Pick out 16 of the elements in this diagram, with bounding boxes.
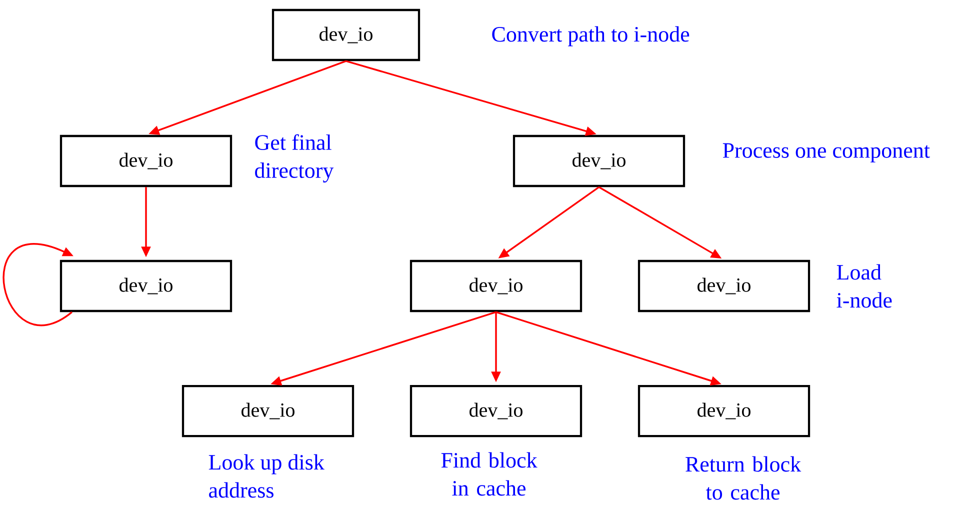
process-box: dev_io [60, 260, 232, 312]
annotation-text: Find block in cache [441, 452, 538, 496]
process-box: dev_io [638, 260, 810, 312]
annotation-text: Process one component [722, 143, 930, 162]
process-box: dev_io [60, 134, 232, 188]
process-box: dev_io [638, 384, 810, 438]
annotation-text: Convert path to i-node [492, 26, 690, 46]
annotation-text: Get final directory [255, 134, 334, 182]
annotation-text: Return block to cache [686, 456, 802, 500]
process-box: dev_io [512, 134, 686, 188]
annotation-text: Look up disk address [208, 454, 324, 498]
process-box: dev_io [410, 384, 582, 438]
process-box: dev_io [272, 8, 420, 62]
process-box: dev_io [410, 260, 582, 312]
annotation-text: Load i-node [836, 264, 892, 308]
process-box: dev_io [182, 384, 354, 438]
